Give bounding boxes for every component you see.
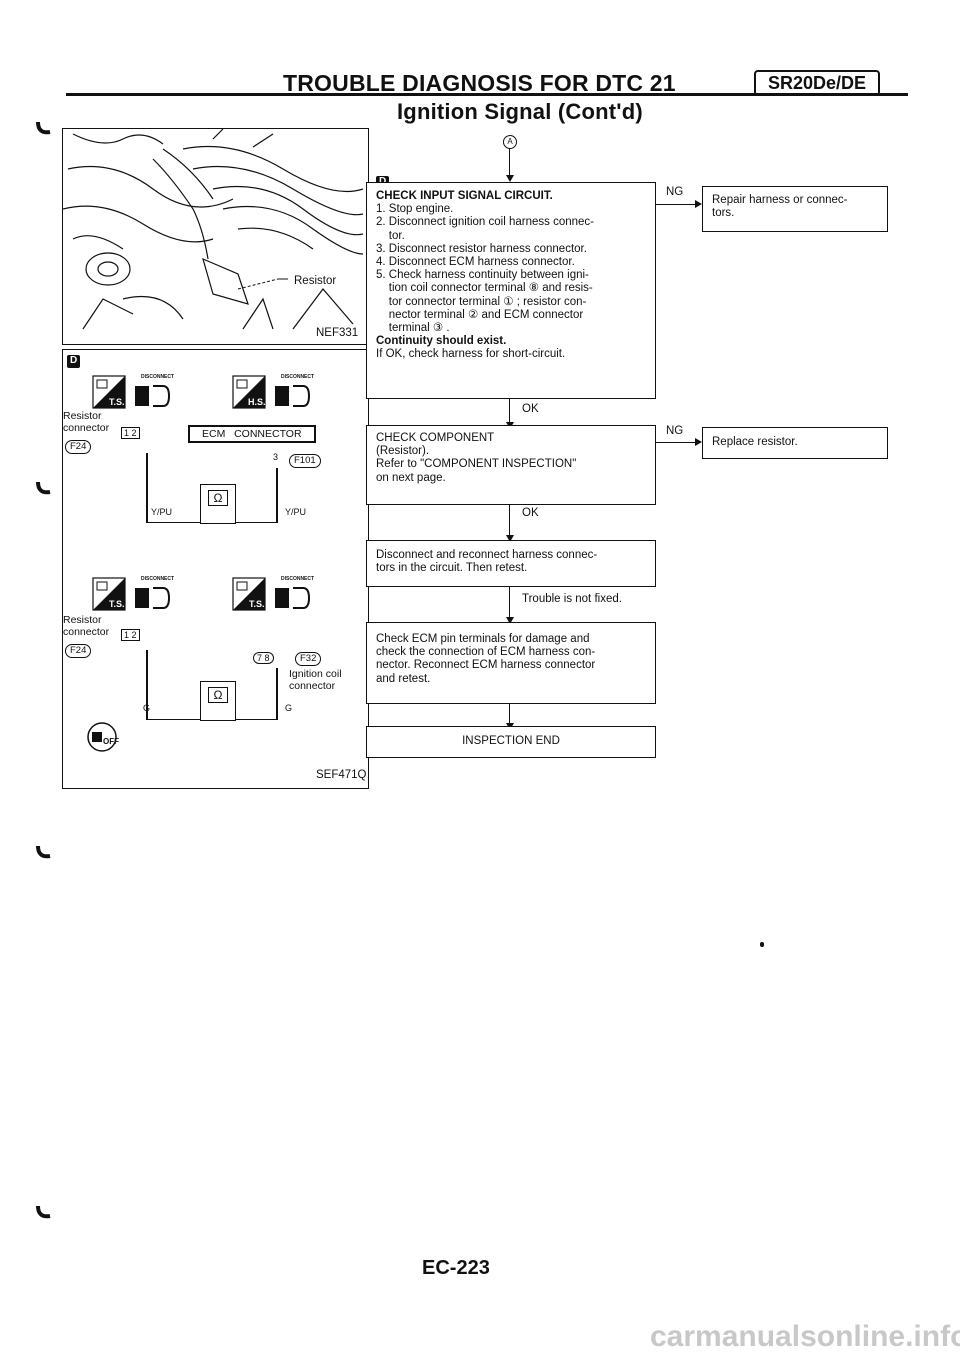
check-ecm-pins-box: Check ECM pin terminals for damage and c…: [366, 622, 656, 704]
flow-line-entry: [509, 148, 511, 178]
page-title: TROUBLE DIAGNOSIS FOR DTC 21: [283, 70, 676, 96]
flow-arrow-trouble: [506, 617, 514, 624]
probe-left-2: [146, 650, 148, 720]
flow-line-end: [509, 704, 511, 726]
connector-pins-78: 7 8: [253, 652, 274, 664]
svg-text:T.S.: T.S.: [109, 397, 125, 407]
trouble-label: Trouble is not fixed.: [522, 593, 622, 605]
wire-color-g-right: G: [285, 703, 293, 713]
box1-line-10: terminal ③ .: [376, 322, 450, 335]
ng-arrow-2: [695, 438, 702, 446]
box1-line-9: nector terminal ② and ECM connector: [376, 308, 584, 321]
ts-tester-icon: T.S.: [92, 375, 126, 409]
page-subtitle: Ignition Signal (Cont'd): [397, 99, 643, 124]
figure-code-bottom: SEF471Q: [316, 769, 367, 781]
connector-f101: F101: [289, 454, 321, 468]
box1-line-2: 2. Disconnect ignition coil harness conn…: [376, 216, 594, 229]
ohmmeter-2: Ω: [200, 681, 236, 721]
svg-text:H.S.: H.S.: [248, 397, 266, 407]
ohmmeter-1: Ω: [200, 484, 236, 524]
page-number: EC-223: [422, 1257, 490, 1279]
ohm-symbol-2: Ω: [208, 687, 228, 703]
flow-arrow-entry: [506, 175, 514, 182]
box1-criteria: Continuity should exist.: [376, 335, 507, 348]
hs-tester-icon: H.S.: [232, 375, 266, 409]
box1-last-line: If OK, check harness for short-circuit.: [376, 348, 566, 361]
wire-color-ypu-right: Y/PU: [285, 507, 307, 517]
probe-left-1: [146, 453, 148, 523]
ng-label-2: NG: [666, 425, 684, 437]
engine-bay-illustration: [63, 129, 364, 330]
svg-text:DISCONNECT: DISCONNECT: [141, 374, 174, 380]
svg-text:T.S.: T.S.: [109, 599, 125, 609]
check-component-box: CHECK COMPONENT (Resistor). Refer to "CO…: [366, 425, 656, 505]
svg-text:DISCONNECT: DISCONNECT: [281, 374, 314, 380]
watermark: carmanualsonline.info: [650, 1320, 960, 1353]
ecm-connector-box: ECM CONNECTOR: [188, 425, 316, 443]
box1-line-5: 4. Disconnect ECM harness connector.: [376, 256, 575, 269]
inspection-end-box: INSPECTION END: [366, 726, 656, 758]
box1-line-3: tor.: [376, 229, 405, 242]
box1-line-7: tion coil connector terminal ⑧ and resis…: [376, 282, 593, 295]
ts-tester-icon-3: T.S.: [232, 577, 266, 611]
check-input-signal-box: CHECK INPUT SIGNAL CIRCUIT. 1. Stop engi…: [366, 182, 656, 399]
ecm-pin-3: 3: [273, 452, 279, 462]
svg-text:DISCONNECT: DISCONNECT: [281, 576, 314, 582]
ignition-coil-label: Ignition coil connector: [289, 668, 342, 692]
connector-pins-1: 1 2: [121, 427, 140, 439]
probe-right-2: [276, 668, 278, 720]
circuit-check-figure: T.S. DISCONNECT H.S. DISCONNECT Resistor…: [62, 349, 369, 789]
ok-label-2: OK: [522, 507, 539, 519]
probe-right-1: [276, 468, 278, 523]
wire-color-ypu-left: Y/PU: [151, 507, 173, 517]
ok-label-1: OK: [522, 403, 539, 415]
ignition-off-icon: OFF: [87, 722, 119, 752]
flow-line-ok2: [509, 505, 511, 538]
connector-f24-1: F24: [65, 440, 92, 454]
header-rule: [66, 93, 908, 96]
disconnect-icon-3: DISCONNECT: [135, 576, 174, 609]
ng-arrow-1: [695, 200, 702, 208]
resistor-connector-label-2: Resistor connector: [63, 614, 110, 638]
binding-marks: [36, 121, 51, 1219]
replace-resistor-box: Replace resistor.: [702, 427, 888, 459]
ng-line-1: [656, 204, 696, 206]
svg-text:DISCONNECT: DISCONNECT: [141, 576, 174, 582]
connector-f24-2: F24: [65, 644, 92, 658]
resistor-label: Resistor: [294, 275, 337, 287]
ohm-symbol-1: Ω: [208, 490, 228, 506]
connector-pins-2: 1 2: [121, 629, 140, 641]
svg-text:T.S.: T.S.: [249, 599, 265, 609]
disconnect-icon-4: DISCONNECT: [275, 576, 314, 609]
reconnect-retest-box: Disconnect and reconnect harness connec-…: [366, 540, 656, 587]
box1-line-6: 5. Check harness continuity between igni…: [376, 269, 589, 282]
flow-line-trouble: [509, 587, 511, 620]
ts-tester-icon-2: T.S.: [92, 577, 126, 611]
box1-title: CHECK INPUT SIGNAL CIRCUIT.: [376, 190, 553, 202]
box1-line-8: tor connector terminal ① ; resistor con-: [376, 295, 587, 308]
connector-f32: F32: [295, 652, 322, 666]
disconnect-icon-2: DISCONNECT: [275, 374, 314, 407]
resistor-connector-label-1: Resistor connector: [63, 410, 110, 434]
flow-line-ok1: [509, 399, 511, 425]
box1-line-1: 1. Stop engine.: [376, 203, 454, 216]
resistor-location-figure: Resistor NEF331: [62, 128, 369, 345]
step-d-tag: [67, 355, 80, 368]
ng-label-1: NG: [666, 186, 684, 198]
box1-line-4: 3. Disconnect resistor harness connector…: [376, 242, 587, 255]
wire-color-g-left: G: [143, 703, 151, 713]
repair-harness-box: Repair harness or connec- tors.: [702, 186, 888, 232]
stray-mark: [760, 942, 764, 947]
svg-text:OFF: OFF: [103, 737, 119, 746]
flow-arrow-ok2: [506, 535, 514, 542]
entry-marker-a: A: [503, 134, 517, 149]
disconnect-icon: DISCONNECT: [135, 374, 174, 407]
figure-code-top: NEF331: [316, 327, 359, 339]
ng-line-2: [656, 442, 696, 444]
